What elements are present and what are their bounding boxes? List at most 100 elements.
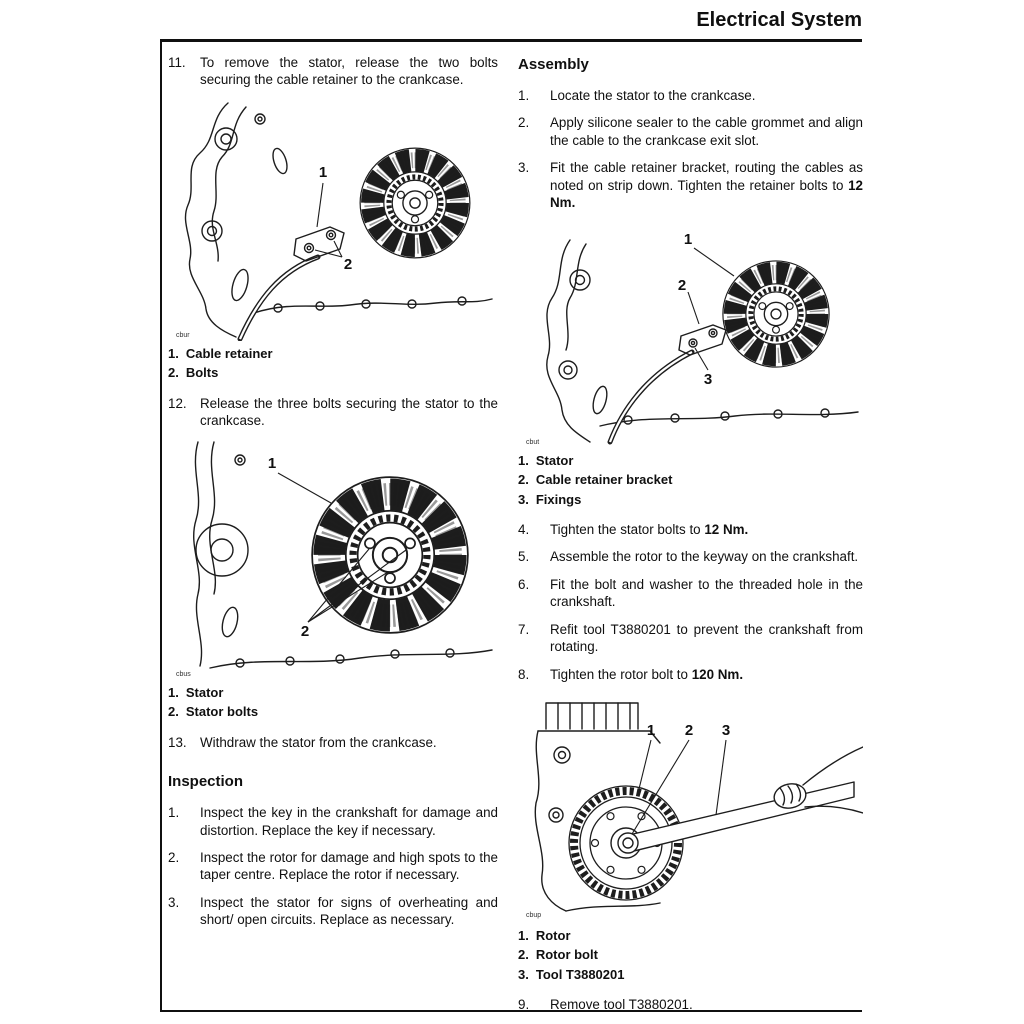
caption-number: 3. bbox=[518, 966, 529, 982]
step-11: 11. To remove the stator, release the tw… bbox=[168, 54, 498, 89]
footer-rule bbox=[160, 1010, 862, 1012]
caption-number: 2. bbox=[518, 472, 529, 488]
step-number: 12. bbox=[168, 395, 187, 411]
step-text: Inspect the key in the crankshaft for da… bbox=[200, 805, 498, 838]
caption-label: Fixings bbox=[535, 491, 582, 507]
assembly-step-1: 1. Locate the stator to the crankcase. bbox=[518, 87, 863, 104]
step-number: 2. bbox=[518, 115, 530, 131]
step-text: Fit the bolt and washer to the threaded … bbox=[550, 576, 863, 611]
assembly-step-3: 3. Fit the cable retainer bracket, routi… bbox=[518, 159, 863, 211]
callout-1: 1 bbox=[684, 231, 692, 248]
figure-code: cbus bbox=[176, 671, 191, 678]
figure-code: cbup bbox=[526, 912, 541, 919]
fig4-caption: 1. Rotor 2.Rotor bolt 3.Tool T3880201 bbox=[518, 926, 863, 985]
fig2-caption: 1.Stator 2. Stator bolts bbox=[168, 683, 498, 722]
step-number: 6. bbox=[518, 576, 530, 592]
step-text-bold: 12 Nm. bbox=[550, 177, 863, 211]
callout-leader-lines bbox=[314, 182, 343, 258]
caption-line: 1.Cable retainer bbox=[168, 344, 498, 364]
step-text: Fit the cable retainer bracket, routing … bbox=[550, 159, 863, 211]
step-text: Tighten the stator bolts to 12 Nm. bbox=[550, 521, 863, 538]
assembly-step-8: 8. Tighten the rotor bolt to 120 Nm. bbox=[518, 666, 863, 683]
figure-rotor-tool: 1 2 3 cbup bbox=[518, 693, 863, 923]
figure-stator: 1 2 cbus bbox=[168, 440, 498, 680]
header-rule bbox=[160, 39, 862, 42]
callout-leader-lines bbox=[687, 247, 735, 370]
step-text: Tighten the rotor bolt to 120 Nm. bbox=[550, 666, 863, 683]
caption-number: 1. bbox=[518, 452, 529, 468]
step-text: Assemble the rotor to the keyway on the … bbox=[550, 548, 863, 565]
callout-3: 3 bbox=[722, 722, 730, 739]
caption-label: Rotor bbox=[535, 927, 571, 943]
caption-line: 1.Stator bbox=[168, 683, 498, 703]
caption-line: 1. Stator bbox=[518, 451, 863, 471]
callout-3: 3 bbox=[704, 371, 712, 388]
caption-label: Stator bbox=[185, 684, 224, 700]
callout-1: 1 bbox=[319, 164, 327, 181]
step-number: 2. bbox=[168, 849, 180, 865]
caption-number: 2. bbox=[168, 365, 179, 381]
left-column: 1 1. To remove the stator, release the tw… bbox=[168, 54, 498, 939]
caption-number: 1. bbox=[518, 927, 529, 943]
fig3-caption: 1. Stator 2. Cable retainer bracket 3.Fixi… bbox=[518, 451, 863, 510]
step-number: 3. bbox=[168, 894, 180, 910]
caption-number: 2. bbox=[518, 947, 529, 963]
step-text: To remove the stator, release the two bo… bbox=[200, 55, 498, 88]
caption-label: Stator bbox=[535, 452, 574, 468]
callout-2: 2 bbox=[344, 256, 352, 273]
cable-highlight bbox=[238, 255, 319, 340]
callout-1: 1 bbox=[268, 455, 276, 472]
step-13: 13. Withdraw the stator from the crankca… bbox=[168, 734, 498, 751]
assembly-heading: Assembly bbox=[518, 56, 589, 73]
step-text: Locate the stator to the crankcase. bbox=[550, 87, 863, 104]
step-text: Release the three bolts securing the sta… bbox=[200, 395, 498, 429]
step-text-body: Tighten the stator bolts to bbox=[550, 522, 705, 538]
figure-stator-assembly: 1 2 3 cbut bbox=[518, 222, 863, 448]
cable-retainer-bracket-art bbox=[678, 323, 727, 356]
caption-line: 3.Fixings bbox=[518, 490, 863, 510]
step-number: 1. bbox=[168, 805, 180, 821]
caption-line: 2. Stator bolts bbox=[168, 702, 498, 722]
caption-line: 3.Tool T3880201 bbox=[518, 965, 863, 985]
caption-line: 1. Rotor bbox=[518, 926, 863, 946]
callout-2: 2 bbox=[678, 277, 686, 294]
caption-line: 2.Rotor bolt bbox=[518, 945, 863, 965]
crankcase-line-art bbox=[193, 440, 493, 669]
step-number: 5. bbox=[518, 549, 530, 565]
left-margin-rule bbox=[160, 39, 162, 1012]
inspection-step-1: 1. Inspect the key in the crankshaft for… bbox=[168, 804, 498, 839]
assembly-step-9: 9. Remove tool T3880201. bbox=[518, 996, 863, 1013]
step-text: Refit tool T3880201 to prevent the crank… bbox=[550, 621, 863, 656]
fig1-caption: 1.Cable retainer 2.Bolts bbox=[168, 344, 498, 383]
caption-number: 1. bbox=[168, 345, 179, 361]
hand-arm-art bbox=[773, 746, 863, 814]
assembly-step-6: 6. Fit the bolt and washer to the thread… bbox=[518, 576, 863, 611]
step-text-body: Apply silicone sealer to the cable gromm… bbox=[550, 115, 863, 148]
assembly-step-2: 2. Apply silicone sealer to the cable gr… bbox=[518, 114, 863, 149]
cable-highlight bbox=[608, 350, 693, 442]
caption-label: Cable retainer bracket bbox=[535, 472, 673, 488]
step-number: 8. bbox=[518, 666, 530, 682]
step-text: Inspect the stator for signs of overheat… bbox=[200, 894, 498, 928]
step-text: Withdraw the stator from the crankcase. bbox=[200, 734, 437, 750]
inspection-heading: Inspection bbox=[168, 773, 244, 791]
step-text: Inspect the rotor for damage and high sp… bbox=[200, 849, 498, 883]
caption-line: 2.Bolts bbox=[168, 363, 498, 383]
figure-code: cbut bbox=[526, 439, 539, 446]
step-number: 4. bbox=[518, 522, 530, 538]
cable-retainer-illustration: 1 2 cbur bbox=[176, 102, 493, 341]
caption-line: 2. Cable retainer bracket bbox=[518, 470, 863, 490]
page-title: Electrical System bbox=[696, 9, 862, 31]
rotor-tool-illustration: 1 2 3 cbup bbox=[526, 702, 863, 919]
engine-block-line-art bbox=[534, 702, 661, 912]
step-text: Apply silicone sealer to the cable gromm… bbox=[550, 114, 863, 149]
assembly-step-7: 7. Refit tool T3880201 to prevent the cr… bbox=[518, 621, 863, 656]
caption-number: 2. bbox=[168, 704, 179, 720]
step-text-body: Tighten the rotor bolt to bbox=[550, 666, 692, 682]
caption-label: Stator bolts bbox=[185, 704, 259, 720]
callout-leader-lines bbox=[277, 472, 407, 623]
callout-leader-lines bbox=[631, 739, 727, 835]
right-column: Assembly 1. Locate the stator to the cra… bbox=[518, 54, 863, 1024]
inspection-step-3: 3. Inspect the stator for signs of overh… bbox=[168, 894, 498, 929]
